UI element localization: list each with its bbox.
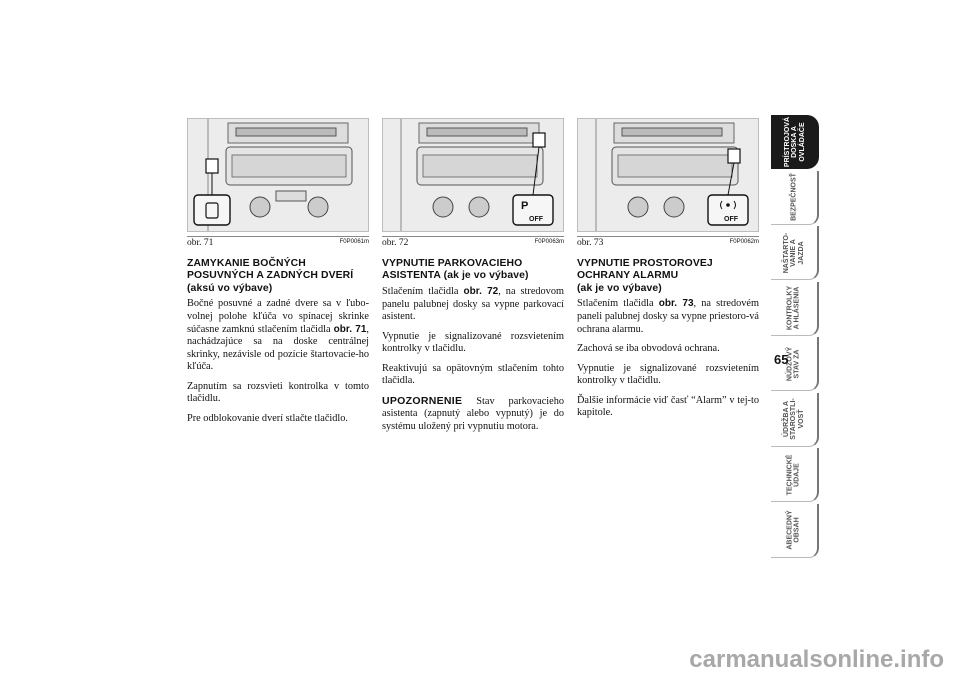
paragraph: Zachová se iba obvodová ochrana. [577, 343, 720, 355]
paragraph: Ďalšie informácie viď časť “Alarm” v tej… [577, 394, 759, 419]
heading-sub: (aksú vo výbave) [187, 282, 273, 294]
paragraph: Pre odblokovanie dverí stlačte tlačidlo. [187, 412, 348, 424]
tab-label: NÚDZOVÝ STAV ZA [786, 346, 801, 381]
warning-text: Stav parkovacieho asistenta (zapnutý ale… [382, 395, 565, 432]
paragraph-text: Stlačením tlačidla [577, 298, 654, 310]
figure-71-caption: obr. 71 F0P0061m [187, 236, 369, 248]
figure-72-caption: obr. 72 F0P0063m [382, 236, 564, 248]
paragraph-text: , na stredovém paneli palubnej dosky sa … [577, 298, 759, 335]
tab-label: TECHNICKÉ ÚDAJE [786, 454, 801, 495]
heading-sub: (ak je vo výbave) [577, 282, 662, 294]
paragraph: Stlačením tlačidla obr. 73, na stredovém… [577, 298, 759, 336]
paragraph: Reaktivujú sa opätovným stlačením tohto … [382, 362, 564, 387]
figure-label: obr. 72 [382, 238, 409, 248]
warning-paragraph: UPOZORNENIE Stav parkovacieho asistenta … [382, 395, 564, 434]
figure-label: obr. 71 [187, 238, 214, 248]
tab-label: KONTROLKY A HLÁSENIA [786, 285, 801, 331]
heading-text: ZAMYKANIE BOČNÝCH POSUVNÝCH A ZADNÝCH DV… [187, 258, 354, 282]
section-heading: ZAMYKANIE BOČNÝCH POSUVNÝCH A ZADNÝCH DV… [187, 258, 369, 295]
figure-reference: obr. 73 [658, 298, 694, 310]
paragraph: Zapnutím sa rozsvieti kontrolka v tomto … [187, 380, 369, 405]
tab-safety[interactable]: BEZPEČNOSŤ [771, 170, 819, 225]
figure-code: F0P0062m [729, 239, 759, 245]
figure-73: OFF [577, 118, 759, 232]
parking-symbol-text: P [521, 200, 528, 212]
tab-label: ÚDRŽBA A STAROSTLI- VOSŤ [782, 398, 805, 440]
section-heading: VYPNUTIE PROSTOROVEJ OCHRANY ALARMU(ak j… [577, 258, 759, 295]
figure-reference: obr. 71 [333, 323, 367, 335]
heading-sub: (ak je vo výbave) [443, 270, 529, 282]
tab-maintenance[interactable]: ÚDRŽBA A STAROSTLI- VOSŤ [771, 392, 819, 447]
figure-reference: obr. 72 [463, 285, 499, 297]
tab-label: PRÍSTROJOVÁ DOSKA A OVLÁDAČE [783, 116, 806, 168]
figure-73-caption: obr. 73 F0P0062m [577, 236, 759, 248]
tab-warning-lights[interactable]: KONTROLKY A HLÁSENIA [771, 281, 819, 336]
tab-starting-driving[interactable]: NAŠTARTO- VANIE A JAZDA [771, 226, 819, 280]
paragraph-text: , nachádzajúce sa na doske centrálnej sk… [187, 323, 369, 373]
column-alarm: VYPNUTIE PROSTOROVEJ OCHRANY ALARMU(ak j… [577, 258, 759, 427]
column-parking-assist: VYPNUTIE PARKOVACIEHO ASISTENTA (ak je v… [382, 258, 564, 440]
tab-label: NAŠTARTO- VANIE A JAZDA [782, 232, 805, 273]
column-door-locking: ZAMYKANIE BOČNÝCH POSUVNÝCH A ZADNÝCH DV… [187, 258, 369, 432]
paragraph-text: Bočné posuvné a zadné dvere sa v ľubo-vo… [187, 298, 369, 335]
figure-code: F0P0061m [339, 239, 369, 245]
warning-label: UPOZORNENIE [382, 394, 463, 407]
figure-code: F0P0063m [534, 239, 564, 245]
tab-instrument-panel[interactable]: PRÍSTROJOVÁ DOSKA A OVLÁDAČE [771, 115, 819, 169]
paragraph-text: Stlačením tlačidla [382, 285, 459, 297]
paragraph: Stlačením tlačidla obr. 72, na stredovom… [382, 286, 564, 324]
section-heading: VYPNUTIE PARKOVACIEHO ASISTENTA (ak je v… [382, 258, 564, 283]
tab-label: BEZPEČNOSŤ [790, 173, 798, 221]
tab-emergency[interactable]: NÚDZOVÝ STAV ZA [771, 337, 819, 391]
heading-text: VYPNUTIE PROSTOROVEJ OCHRANY ALARMU [577, 258, 713, 282]
page-number: 65 [774, 352, 789, 367]
chapter-tabs: PRÍSTROJOVÁ DOSKA A OVLÁDAČE BEZPEČNOSŤ … [771, 115, 823, 559]
heading-text: VYPNUTIE PARKOVACIEHO ASISTENTA [382, 258, 523, 282]
paragraph: Bočné posuvné a zadné dvere sa v ľubo-vo… [187, 298, 369, 373]
figure-71 [187, 118, 369, 232]
off-text: OFF [529, 216, 544, 223]
tab-label: ABECEDNÝ OBSAH [786, 510, 801, 550]
figure-label: obr. 73 [577, 238, 604, 248]
figure-72: P OFF [382, 118, 564, 232]
off-text: OFF [724, 216, 739, 223]
paragraph-text: , na stredovom panelu palubnej dosky sa … [382, 285, 564, 323]
tab-technical-data[interactable]: TECHNICKÉ ÚDAJE [771, 448, 819, 502]
watermark: carmanualsonline.info [689, 646, 944, 673]
paragraph: Vypnutie je signalizované rozsvietením k… [382, 330, 564, 355]
tab-index[interactable]: ABECEDNÝ OBSAH [771, 503, 819, 558]
paragraph: Vypnutie je signalizované rozsvietením k… [577, 362, 759, 387]
